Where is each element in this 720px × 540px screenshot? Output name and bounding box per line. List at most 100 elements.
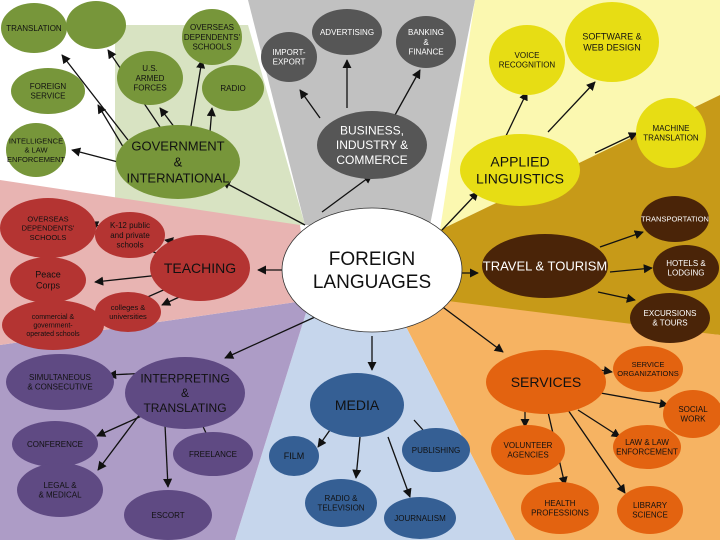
government-node-label: GOVERNMENT [131,139,224,154]
business-node: BUSINESS,INDUSTRY &COMMERCE [317,111,427,179]
overseas-node-label: SCHOOLS [30,233,67,242]
escort-node: ESCORT [124,490,212,540]
simultaneous-node-label: SIMULTANEOUS [29,373,91,382]
advertising-node-label: ADVERTISING [320,28,374,37]
interpreting-node-label: & [181,386,189,400]
travel-node-label: TRAVEL & TOURISM [483,259,608,274]
government-node: GOVERNMENT&INTERNATIONAL [116,125,240,199]
translation-node-shape [1,3,67,53]
foreign-service-node-label: FOREIGN [30,82,67,91]
media-node-label: MEDIA [335,397,380,413]
import-export-node-shape [261,32,317,82]
commercial-node-label: operated schools [26,331,80,338]
film-node-shape [269,436,319,476]
overseas-node-shape [0,198,96,258]
connector-arrows [61,49,669,498]
intelligence-node-shape [6,123,66,177]
k12-node-label: K-12 public [110,221,150,230]
legal-node: LEGAL && MEDICAL [17,463,103,517]
health-node-shape [521,482,599,534]
center-to-business [321,174,373,213]
overseas-node-label: OVERSEAS [27,214,68,223]
radio-tv-node: RADIO &TELEVISION [305,479,377,527]
conference-node-shape [12,421,98,467]
library-node-shape [617,486,683,534]
excursions-node-label: & TOURS [652,319,687,328]
social-work-node-label: SOCIAL [678,405,708,414]
hotels-node-label: HOTELS & [666,259,706,268]
software-node: SOFTWARE &WEB DESIGN [565,2,659,82]
commercial-node-label: government- [33,322,73,329]
interpreting-node-label: TRANSLATING [143,401,226,415]
advertising-node-shape [312,9,382,55]
media-to-journalism [387,436,412,498]
banking-node: BANKING&FINANCE [396,16,456,68]
voice-node-label: RECOGNITION [499,61,556,70]
volunteer-node-shape [491,425,565,475]
aid-ngo-node-shape [66,1,126,49]
film-node-label: FILM [284,451,305,461]
freelance-node-label: FREELANCE [189,450,237,459]
organizations-node-shape [613,346,683,392]
intelligence-node-label: & LAW [24,146,48,155]
radio-tv-node-shape [305,479,377,527]
legal-node-label: & MEDICAL [38,491,82,500]
k12-node-shape [95,212,165,258]
radio-tv-node-label: TELEVISION [317,504,364,513]
excursions-node-shape [630,293,710,343]
commercial-node-label: commercial & [32,314,75,321]
journalism-node-label: JOURNALISM [394,514,446,523]
voice-node-label: VOICE [515,51,540,60]
business-node-shape [317,111,427,179]
peace-corps-node-label: Peace [35,270,61,280]
simultaneous-node: SIMULTANEOUS& CONSECUTIVE [6,354,114,410]
software-node-label: SOFTWARE & [582,32,641,42]
overseas-node-label: DEPENDENTS' [22,224,75,233]
armed-forces-node-label: FORCES [133,84,166,93]
simultaneous-node-label: & CONSECUTIVE [27,383,92,392]
business-node-label: COMMERCE [336,153,407,167]
journalism-node-shape [384,497,456,539]
linguistics-node-shape [460,134,580,206]
volunteer-node-label: VOLUNTEER [504,441,553,450]
publishing-node-shape [402,428,470,472]
services-node-shape [486,350,606,414]
linguistics-node-label: APPLIED [490,153,549,169]
center-node-label: LANGUAGES [313,272,431,293]
armed-forces-node-shape [117,51,183,105]
legal-node-label: LEGAL & [43,481,77,490]
business-to-banking [394,69,421,116]
foreign-service-node-shape [11,68,85,114]
transportation-node: TRANSPORTATION [641,196,709,242]
law-node-label: ENFORCEMENT [616,448,678,457]
colleges-node: colleges &universities [95,292,161,332]
colleges-node-label: universities [109,312,147,321]
services-node: SERVICES [486,350,606,414]
services-to-library [567,409,626,494]
government-to-translation [61,54,129,141]
interpreting-node-shape [125,357,245,429]
law-node-shape [613,425,681,469]
overseas-schools-node-label: OVERSEAS [190,23,234,32]
government-node-shape [116,125,240,199]
hotels-node: HOTELS &LODGING [653,245,719,291]
business-to-import-export [299,89,321,119]
government-node-label: & [174,155,183,170]
media-to-film [317,429,331,448]
interpreting-node: INTERPRETING&TRANSLATING [125,357,245,429]
travel-node-shape [482,234,608,298]
banking-node-shape [396,16,456,68]
library-node-label: LIBRARY [633,501,668,510]
machine-node-label: TRANSLATION [643,134,699,143]
teaching-node-label: TEACHING [164,260,236,276]
